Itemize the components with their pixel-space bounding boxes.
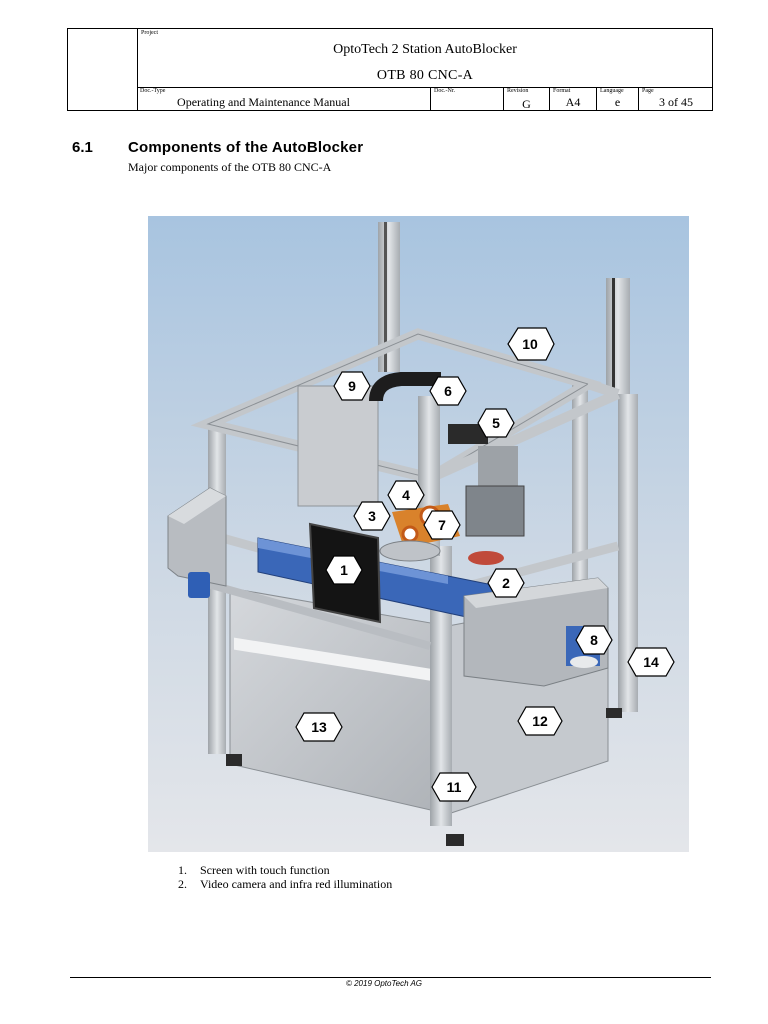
svg-text:5: 5 [492, 415, 500, 431]
callout-3: 3 [353, 501, 391, 531]
logo-cell [68, 29, 138, 110]
list-item: 1. Screen with touch function [178, 863, 330, 877]
svg-text:6: 6 [444, 383, 452, 399]
svg-text:8: 8 [590, 632, 598, 648]
svg-text:7: 7 [438, 517, 446, 533]
section-subtitle: Major components of the OTB 80 CNC-A [128, 160, 332, 174]
doc-type-value: Operating and Maintenance Manual [177, 95, 350, 109]
machine-figure: 10 9 6 5 4 3 7 1 2 8 14 12 [148, 216, 689, 852]
callout-14: 14 [627, 647, 675, 677]
revision-value: G [522, 97, 531, 111]
callout-6: 6 [429, 376, 467, 406]
list-item: 2. Video camera and infra red illuminati… [178, 877, 393, 891]
copyright-footer: © 2019 OptoTech AG [345, 979, 422, 988]
machine-illustration: 10 9 6 5 4 3 7 1 2 8 14 12 [148, 216, 689, 852]
callout-4: 4 [387, 480, 425, 510]
doc-type-cell: Doc.-Type Operating and Maintenance Manu… [137, 88, 431, 111]
svg-text:2: 2 [502, 575, 510, 591]
svg-text:14: 14 [643, 654, 659, 670]
component-list: 1. Screen with touch function 2. Video c… [178, 863, 392, 891]
svg-text:4: 4 [402, 487, 410, 503]
callout-11: 11 [431, 772, 477, 802]
doc-nr-cell: Doc.-Nr. [431, 88, 504, 111]
svg-text:11: 11 [447, 779, 462, 795]
svg-text:9: 9 [348, 378, 356, 394]
svg-text:10: 10 [522, 336, 538, 352]
callout-1: 1 [325, 555, 363, 585]
language-value: e [614, 95, 621, 109]
format-value: A4 [565, 95, 581, 109]
callout-13: 13 [295, 712, 343, 742]
callout-9: 9 [333, 371, 371, 401]
callout-8: 8 [575, 625, 613, 655]
header-info-row: Doc.-Type Operating and Maintenance Manu… [137, 87, 713, 111]
svg-text:1: 1 [340, 562, 348, 578]
callout-5: 5 [477, 408, 515, 438]
callout-12: 12 [517, 706, 563, 736]
callout-10: 10 [507, 327, 555, 361]
section-title: Components of the AutoBlocker [128, 139, 364, 156]
project-title: OptoTech 2 Station AutoBlocker [333, 42, 517, 57]
project-label: Project [141, 30, 158, 36]
svg-text:12: 12 [532, 713, 548, 729]
svg-text:3: 3 [368, 508, 376, 524]
format-cell: Format A4 [550, 88, 597, 111]
section-number: 6.1 [72, 139, 93, 156]
document-header: Project OptoTech 2 Station AutoBlocker O… [67, 28, 713, 111]
page-cell: Page 3 of 45 [639, 88, 713, 111]
machine-model: OTB 80 CNC-A [376, 68, 474, 83]
footer-divider [70, 977, 711, 978]
revision-cell: Revision G [504, 88, 550, 111]
language-cell: Language e [597, 88, 639, 111]
page-value: 3 of 45 [659, 95, 693, 109]
svg-text:13: 13 [311, 719, 327, 735]
callout-7: 7 [423, 510, 461, 540]
callout-2: 2 [487, 568, 525, 598]
